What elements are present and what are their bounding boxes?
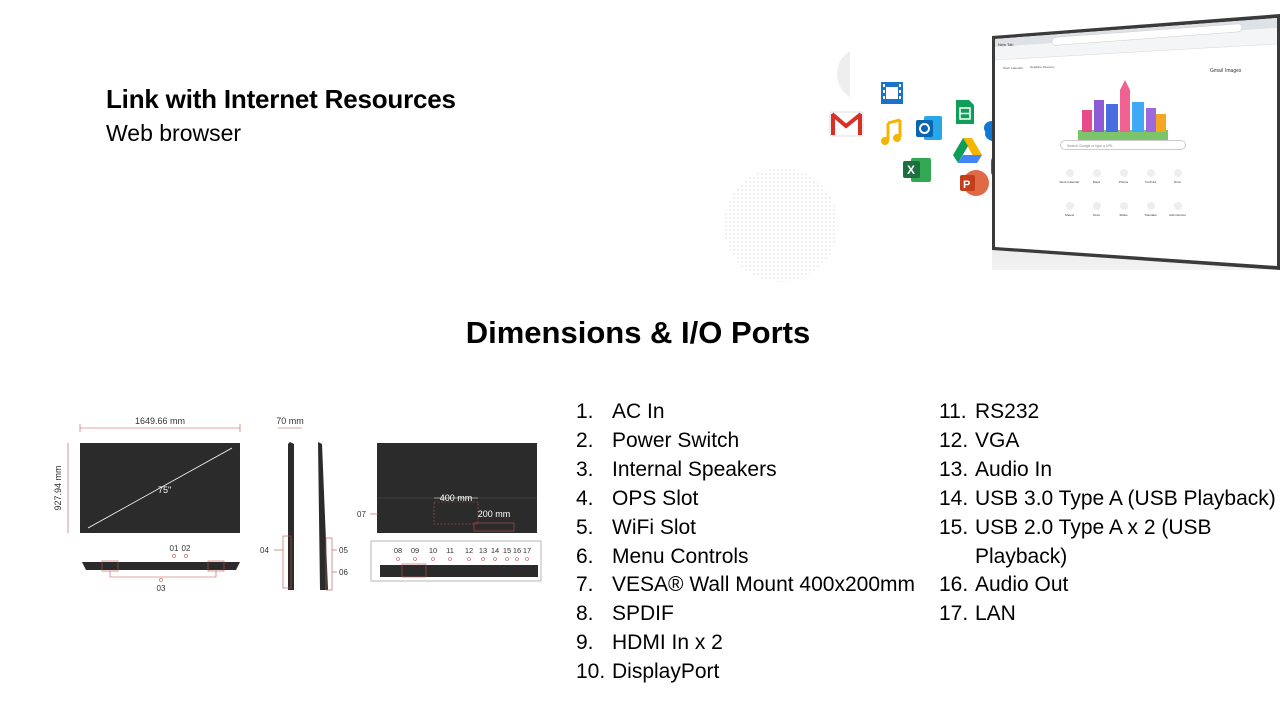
list-item: 7.VESA® Wall Mount 400x200mm	[576, 573, 915, 597]
callout-08: 08	[394, 546, 402, 555]
shortcut[interactable]: Docs	[1083, 202, 1110, 217]
callout-09: 09	[411, 546, 419, 555]
music-icon	[881, 118, 902, 145]
list-item: 2.Power Switch	[576, 428, 740, 452]
app-icon-cloud: X P W	[829, 82, 1016, 218]
list-item: 10.DisplayPort	[576, 660, 720, 684]
shortcut[interactable]: YouTube	[1137, 169, 1164, 184]
callout-10: 10	[429, 546, 437, 555]
vesa-width-label: 400 mm	[440, 493, 473, 503]
list-item: 17.LAN	[939, 602, 1016, 626]
gmail-icon	[829, 111, 864, 137]
shortcut[interactable]: Work Calendar	[1056, 169, 1083, 184]
page-subtitle: Web browser	[106, 120, 242, 146]
shortcut[interactable]: Photos	[1110, 169, 1137, 184]
list-item: 4.OPS Slot	[576, 486, 699, 510]
callout-11: 11	[446, 546, 454, 555]
vesa-height-label: 200 mm	[478, 509, 511, 519]
section-title: Dimensions & I/O Ports	[465, 315, 811, 350]
shortcut[interactable]: Drive	[1164, 169, 1191, 184]
sheets-icon	[956, 100, 974, 124]
callout-02: 02	[182, 544, 191, 553]
callout-17: 17	[523, 546, 531, 555]
callout-01: 01	[170, 544, 179, 553]
shortcut[interactable]: Translate	[1137, 202, 1164, 217]
size-label: 75"	[158, 485, 171, 495]
callout-13: 13	[479, 546, 487, 555]
outlook-icon	[916, 116, 942, 140]
callout-04: 04	[260, 546, 269, 555]
list-item: 8.SPDIF	[576, 602, 674, 626]
callout-07: 07	[357, 510, 366, 519]
callout-03: 03	[157, 584, 166, 593]
bookmark-work-calendar: Work Calendar	[1003, 66, 1023, 70]
list-item: 5.WiFi Slot	[576, 515, 696, 539]
depth-label: 70 mm	[276, 416, 304, 426]
list-item: 15.USB 2.0 Type A x 2 (USB Playback)	[939, 515, 1212, 568]
list-item: 12.VGA	[939, 428, 1020, 452]
shortcut[interactable]: Add shortcut	[1164, 202, 1191, 217]
svg-text:P: P	[963, 179, 970, 191]
width-label: 1649.66 mm	[135, 416, 185, 426]
list-item: 16.Audio Out	[939, 573, 1069, 597]
browser-tab: New Tab	[998, 42, 1014, 47]
callout-15: 15	[503, 546, 511, 555]
shortcut[interactable]: Sheets	[1056, 202, 1083, 217]
list-item: 9.HDMI In x 2	[576, 631, 723, 655]
callout-05: 05	[339, 546, 348, 555]
ports-list-right: 11.RS232 12.VGA 13.Audio In 14.USB 3.0 T…	[939, 398, 1280, 629]
ports-list-left: 1.AC In 2.Power Switch 3.Internal Speake…	[576, 398, 936, 687]
images-link: Images	[1225, 68, 1242, 74]
callout-06: 06	[339, 568, 348, 577]
callout-12: 12	[465, 546, 473, 555]
browser-monitor: New Tab Work Calendar Headline Directory…	[992, 14, 1280, 314]
height-label: 927.94 mm	[53, 465, 63, 510]
excel-icon: X	[903, 158, 931, 182]
powerpoint-icon: P	[960, 170, 989, 196]
shortcut[interactable]: Slides	[1110, 202, 1137, 217]
drive-icon	[953, 138, 982, 163]
callout-16: 16	[513, 546, 521, 555]
search-input[interactable]: Search Google or type a URL	[1060, 140, 1186, 150]
list-item: 6.Menu Controls	[576, 544, 749, 568]
shortcut[interactable]: Maps	[1083, 169, 1110, 184]
shortcut-grid: Work Calendar Maps Photos YouTube Drive …	[1056, 169, 1192, 217]
list-item: 13.Audio In	[939, 457, 1053, 481]
gmail-link: Gmail	[1210, 68, 1224, 74]
list-item: 14.USB 3.0 Type A (USB Playback)	[939, 486, 1276, 510]
list-item: 11.RS232	[939, 400, 1040, 423]
callout-14: 14	[491, 546, 499, 555]
svg-text:X: X	[907, 163, 915, 177]
list-item: 3.Internal Speakers	[576, 457, 777, 481]
decorative-circles	[724, 50, 850, 282]
list-item: 1.AC In	[576, 400, 665, 423]
page-title: Link with Internet Resources	[106, 84, 456, 114]
doodle-illustration	[1078, 80, 1168, 140]
dimension-diagram: 1649.66 mm 927.94 mm 75" 03 01 02 70 mm …	[53, 416, 542, 593]
video-icon	[881, 82, 903, 104]
bookmark-headline-directory: Headline Directory	[1030, 65, 1055, 69]
